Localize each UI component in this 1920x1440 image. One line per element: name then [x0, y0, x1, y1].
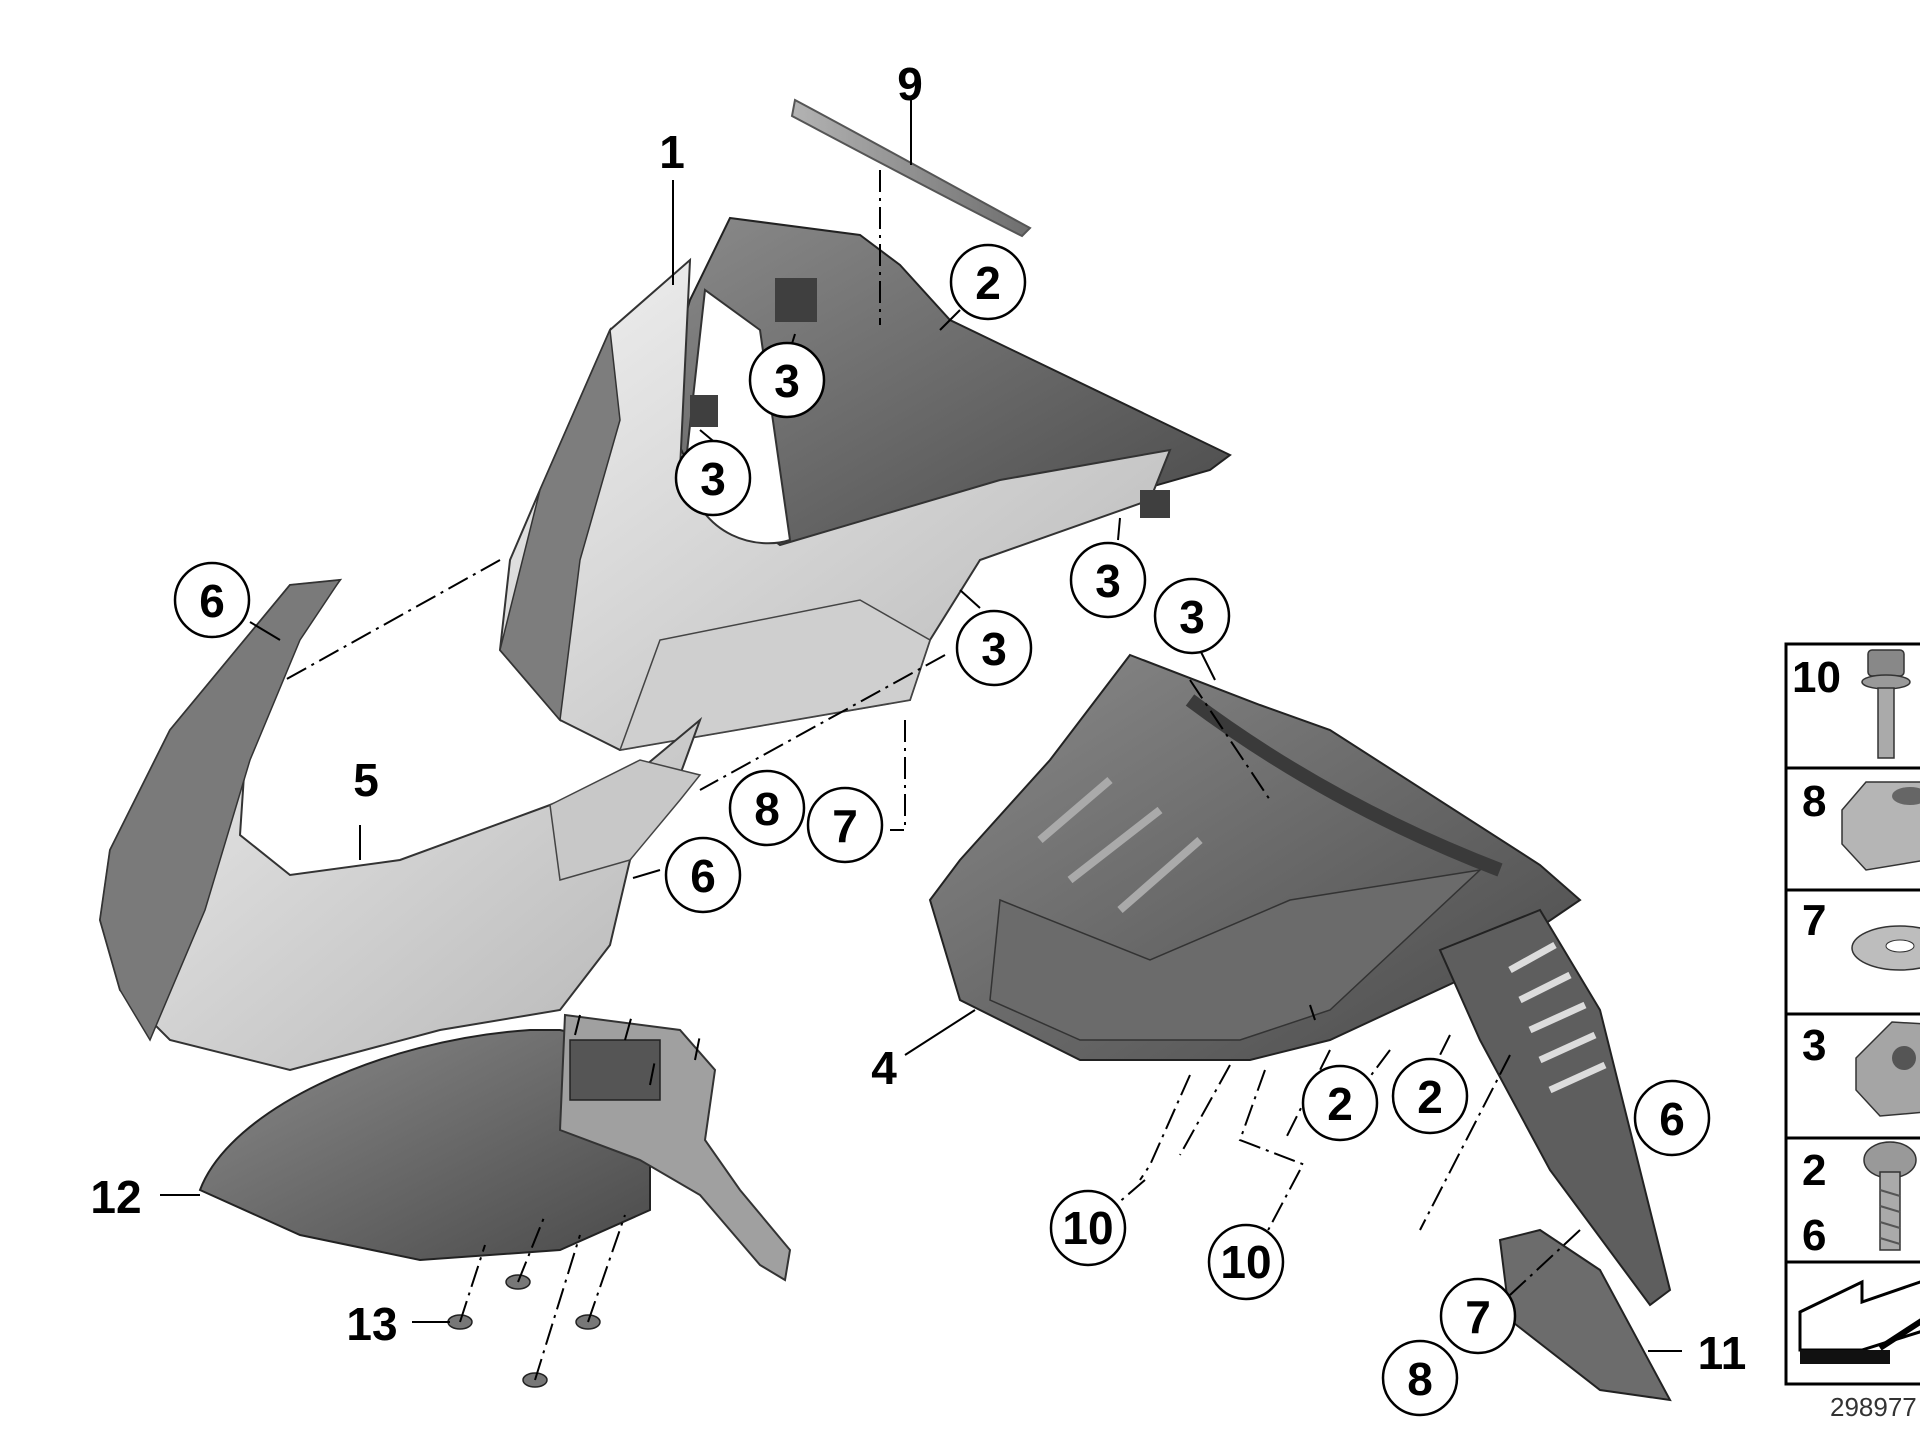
- legend-num-2: 2: [1802, 1146, 1826, 1195]
- callout-3-upper-a: 3: [748, 341, 826, 419]
- callouts: 2 3 3 3 3 3 6 6: [173, 243, 1711, 1417]
- svg-text:2: 2: [1327, 1078, 1353, 1130]
- callout-7-middle: 7: [806, 786, 884, 864]
- callout-8-middle: 8: [728, 769, 806, 847]
- screw-icon: [1863, 1141, 1917, 1251]
- part-labels: 1 9 5 4 12 13 11: [90, 58, 1746, 1379]
- flange-bolt-icon: [1861, 649, 1911, 759]
- callout-10-lower-b: 10: [1207, 1223, 1285, 1301]
- diagram-reference-number: 298977: [1830, 1392, 1917, 1422]
- label-1: 1: [659, 126, 685, 178]
- svg-text:2: 2: [1417, 1071, 1443, 1123]
- svg-text:10: 10: [1220, 1236, 1271, 1288]
- svg-text:3: 3: [1095, 555, 1121, 607]
- part-5-lower-fairing: [98, 578, 703, 1072]
- arrow-icon: [1798, 1279, 1920, 1364]
- svg-text:6: 6: [1659, 1093, 1685, 1145]
- callout-6-left: 6: [173, 561, 251, 639]
- callout-2-lower-b: 2: [1391, 1057, 1469, 1135]
- legend-num-7: 7: [1802, 896, 1826, 945]
- callout-6-right: 6: [1633, 1079, 1711, 1157]
- part-13-screws: [447, 1274, 601, 1388]
- svg-text:3: 3: [981, 623, 1007, 675]
- label-12: 12: [90, 1171, 141, 1223]
- svg-text:2: 2: [975, 257, 1001, 309]
- svg-text:8: 8: [1407, 1353, 1433, 1405]
- part-9-trim-strip: [790, 98, 1032, 238]
- label-13: 13: [346, 1298, 397, 1350]
- svg-text:3: 3: [700, 453, 726, 505]
- svg-text:10: 10: [1062, 1202, 1113, 1254]
- svg-text:3: 3: [774, 355, 800, 407]
- part-12-front-mudguard: [198, 1013, 792, 1282]
- legend-num-3: 3: [1802, 1021, 1826, 1070]
- hex-nut-icon: [1841, 781, 1920, 871]
- callout-3-upper-b: 3: [674, 439, 752, 517]
- label-11: 11: [1698, 1327, 1747, 1379]
- legend-num-6: 6: [1802, 1211, 1826, 1260]
- callout-3-right-a: 3: [1069, 541, 1147, 619]
- svg-text:6: 6: [690, 850, 716, 902]
- svg-text:3: 3: [1179, 591, 1205, 643]
- svg-text:8: 8: [754, 783, 780, 835]
- part-4-inner-panel: [928, 653, 1672, 1307]
- legend-num-10: 10: [1792, 653, 1841, 702]
- callout-3-right-b: 3: [955, 609, 1033, 687]
- legend-num-8: 8: [1802, 777, 1826, 826]
- svg-text:6: 6: [199, 575, 225, 627]
- callout-10-lower-a: 10: [1049, 1189, 1127, 1267]
- washer-icon: [1851, 925, 1920, 971]
- callout-6-middle: 6: [664, 836, 742, 914]
- leader-lines: [160, 98, 1682, 1381]
- callout-3-right-c: 3: [1153, 577, 1231, 655]
- callout-2-top: 2: [949, 243, 1027, 321]
- svg-text:7: 7: [832, 800, 858, 852]
- svg-text:7: 7: [1465, 1291, 1491, 1343]
- label-4: 4: [871, 1042, 897, 1094]
- callout-2-lower-a: 2: [1301, 1064, 1379, 1142]
- callout-7-lower: 7: [1439, 1277, 1517, 1355]
- fastener-legend: 10 8 7 3 2 6: [1784, 642, 1920, 1386]
- label-5: 5: [353, 754, 379, 806]
- clip-nut-icon: [1855, 1021, 1920, 1117]
- label-9: 9: [897, 58, 923, 110]
- callout-8-lower: 8: [1381, 1339, 1459, 1417]
